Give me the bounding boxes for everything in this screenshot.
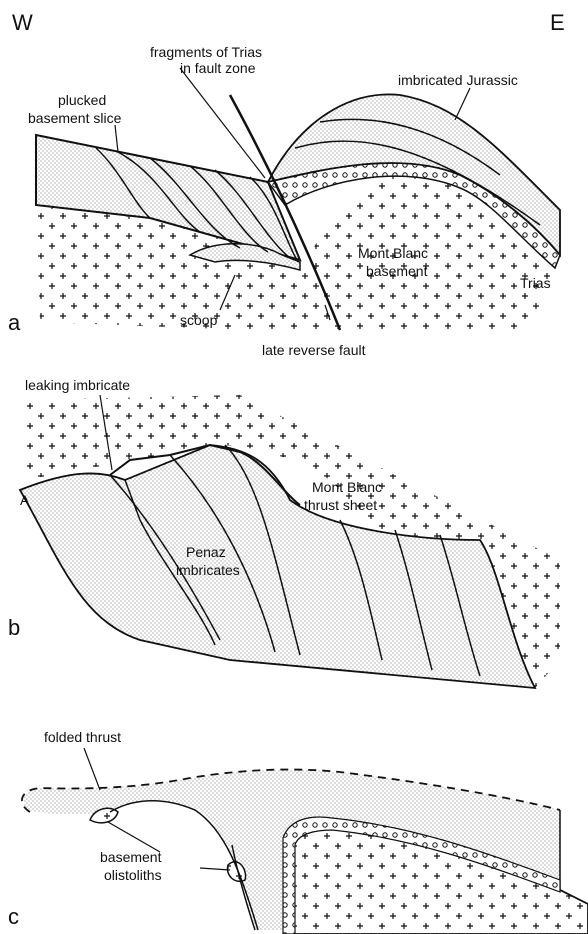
label-scoop: scoop (180, 312, 218, 328)
label-penaz-line1: Penaz (186, 544, 226, 560)
compass-east: E (550, 10, 565, 35)
compass-west: W (12, 10, 33, 35)
panel-letter-c: c (8, 904, 19, 929)
label-late-reverse-fault: late reverse fault (262, 342, 366, 358)
panel-letter-b: b (8, 615, 20, 640)
label-olistoliths-line1: basement (100, 849, 162, 865)
label-mont-blanc-line2: thrust sheet (304, 497, 377, 513)
label-plucked-line2: basement slice (28, 110, 122, 126)
label-fragments-line2: in fault zone (180, 60, 256, 76)
panel-b: leaking imbricate A Mont Blanc thrust sh… (8, 377, 560, 688)
label-plucked-line1: plucked (58, 92, 106, 108)
label-mont-blanc-line2: basement (366, 263, 428, 279)
label-olistoliths-line2: olistoliths (104, 867, 162, 883)
panel-c: folded thrust basement olistoliths c (8, 729, 588, 934)
label-mont-blanc-line1: Mont Blanc (358, 245, 428, 261)
label-leaking-imbricate: leaking imbricate (25, 377, 130, 393)
label-mont-blanc-line1: Mont Blanc (312, 479, 382, 495)
label-fragments-line1: fragments of Trias (150, 44, 262, 60)
label-point-a: A (20, 492, 30, 508)
label-penaz-line2: imbricates (176, 562, 240, 578)
label-trias: Trias (520, 275, 551, 291)
label-imbricated-jurassic: imbricated Jurassic (398, 72, 518, 88)
panel-a: fragments of Trias in fault zone imbrica… (8, 44, 560, 358)
label-folded-thrust: folded thrust (44, 729, 121, 745)
panel-letter-a: a (8, 310, 21, 335)
